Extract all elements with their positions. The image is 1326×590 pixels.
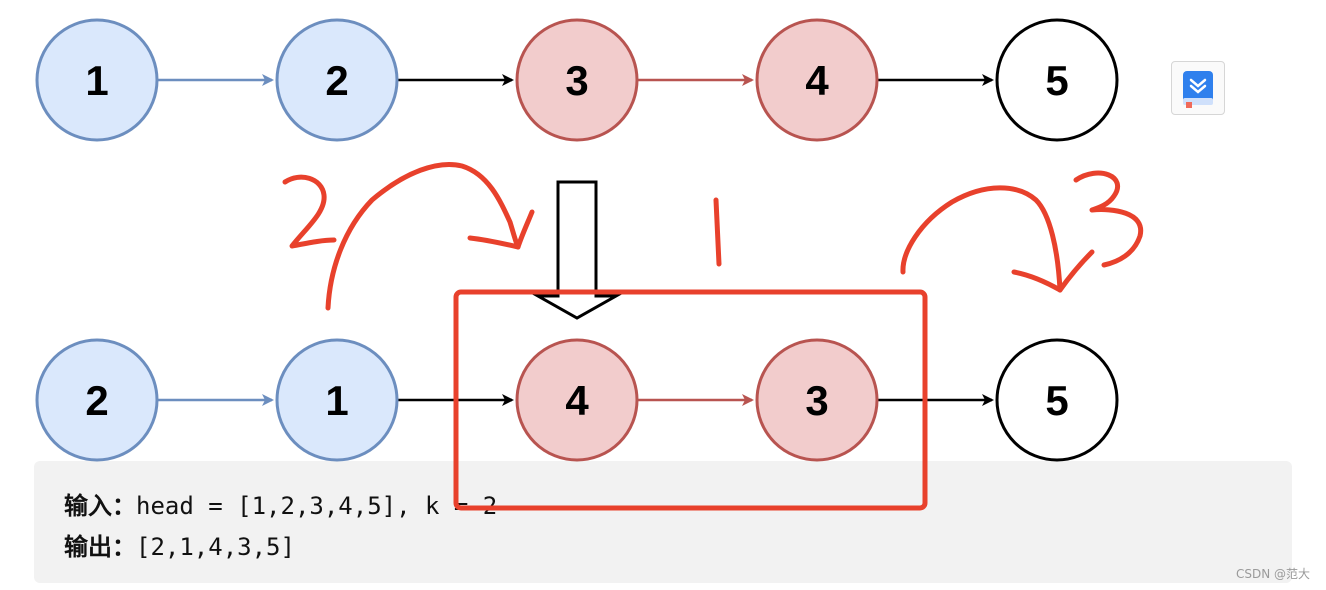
svg-text:4: 4 (805, 57, 829, 104)
after-node-1: 2 (35, 338, 159, 462)
svg-text:2: 2 (325, 57, 348, 104)
svg-text:4: 4 (565, 377, 589, 424)
svg-text:5: 5 (1045, 57, 1068, 104)
svg-text:3: 3 (565, 57, 588, 104)
input-label: 输入： (64, 492, 136, 520)
annotation-curve-right (900, 185, 1063, 293)
svg-text:3: 3 (805, 377, 828, 424)
after-node-3: 4 (515, 338, 639, 462)
example-output-line: 输出：[2,1,4,3,5] (64, 527, 295, 562)
svg-text:5: 5 (1045, 377, 1068, 424)
svg-text:2: 2 (85, 377, 108, 424)
output-value: [2,1,4,3,5] (136, 533, 295, 561)
bookmark-tool-button[interactable] (1171, 61, 1225, 115)
after-node-5: 5 (995, 338, 1119, 462)
annotation-curve-left (325, 162, 521, 311)
before-node-5: 5 (995, 18, 1119, 142)
input-value: head = [1,2,3,4,5], k = 2 (136, 492, 498, 520)
annotation-step-3 (1073, 170, 1144, 268)
after-node-4: 3 (755, 338, 879, 462)
annotation-curve-left-head (467, 209, 535, 250)
svg-text:1: 1 (85, 57, 108, 104)
before-node-3: 3 (515, 18, 639, 142)
watermark: CSDN @范大 (1235, 567, 1310, 581)
example-input-line: 输入：head = [1,2,3,4,5], k = 2 (64, 486, 497, 521)
before-node-2: 2 (275, 18, 399, 142)
annotation-step-2 (282, 174, 337, 249)
annotation-step-1 (713, 197, 722, 267)
transform-down-arrow (532, 180, 622, 320)
annotation-curve-right-head (1011, 249, 1095, 293)
svg-text:1: 1 (325, 377, 348, 424)
after-node-2: 1 (275, 338, 399, 462)
before-node-4: 4 (755, 18, 879, 142)
output-label: 输出： (64, 533, 136, 561)
before-node-1: 1 (35, 18, 159, 142)
book-icon (1183, 71, 1213, 108)
